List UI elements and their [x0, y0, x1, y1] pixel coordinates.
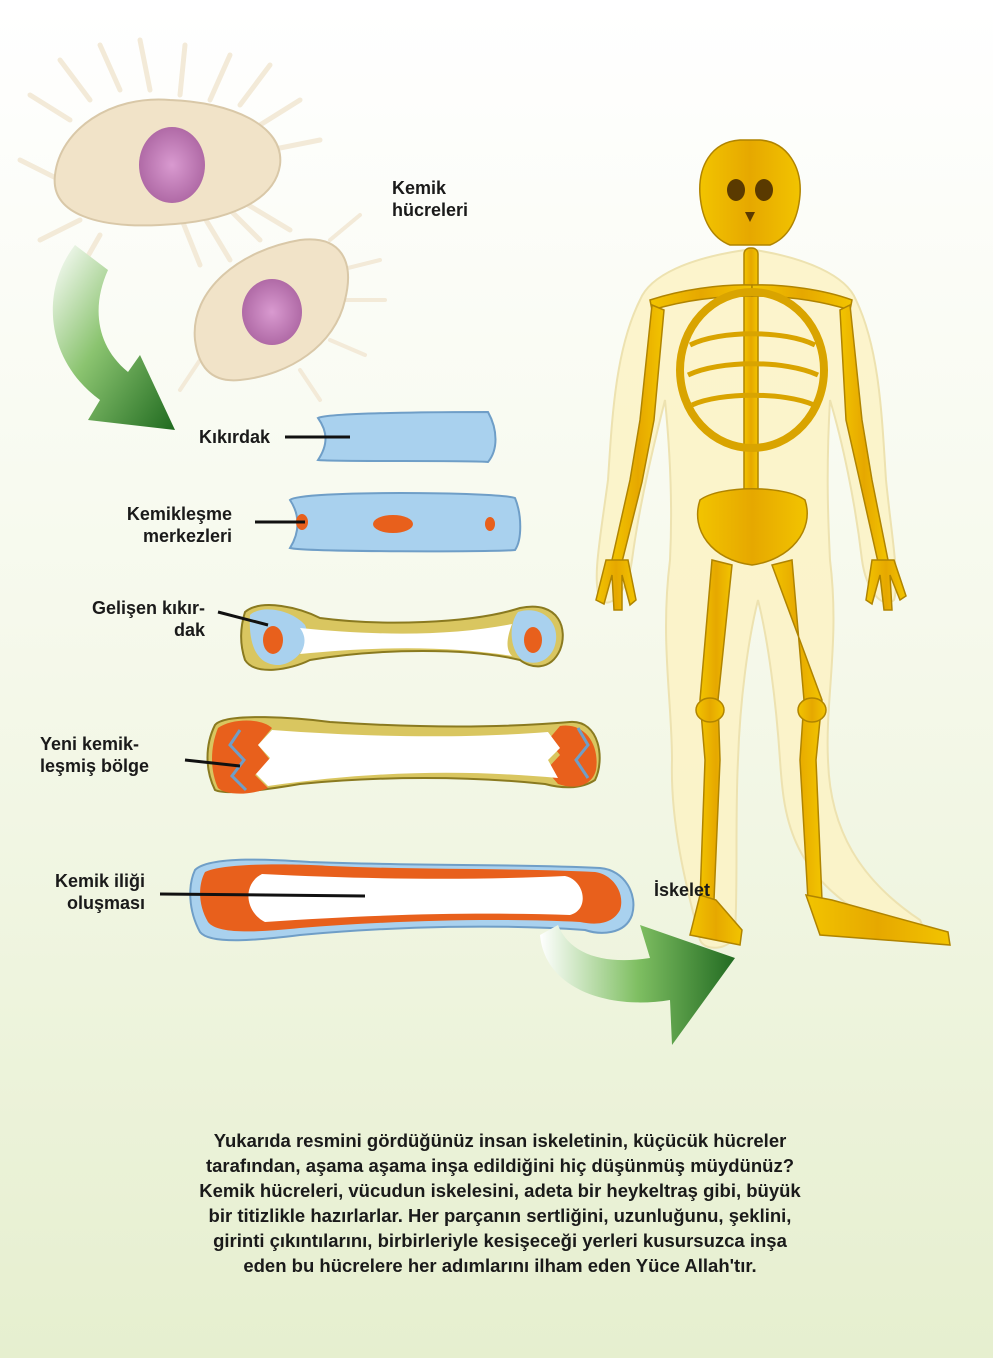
bone-stage-newly-ossified — [208, 717, 600, 794]
caption-line: Yukarıda resmini gördüğünüz insan iskele… — [120, 1128, 880, 1153]
label-ossification-line1: Kemikleşme — [80, 503, 232, 525]
caption-line: bir titizlikle hazırlarlar. Her parçanın… — [120, 1203, 880, 1228]
nucleus-2 — [242, 279, 302, 345]
label-developing-line2: dak — [50, 619, 205, 641]
bone-stage-bone-marrow — [190, 860, 633, 941]
caption-line: Kemik hücreleri, vücudun iskelesini, ade… — [120, 1178, 880, 1203]
nucleus-1 — [139, 127, 205, 203]
label-bone-cells: Kemik hücreleri — [392, 177, 468, 221]
label-newly-ossified-line2: leşmiş bölge — [40, 755, 149, 777]
label-bone-marrow-line1: Kemik iliği — [20, 870, 145, 892]
label-developing-cartilage: Gelişen kıkır- dak — [50, 597, 205, 641]
bone-stage-developing-cartilage — [241, 605, 563, 670]
caption-line: eden bu hücrelere her adımlarını ilham e… — [120, 1253, 880, 1278]
pointer-bone-marrow — [160, 894, 365, 896]
label-ossification-centers: Kemikleşme merkezleri — [80, 503, 232, 547]
label-ossification-line2: merkezleri — [80, 525, 232, 547]
label-bone-marrow: Kemik iliği oluşması — [20, 870, 145, 914]
label-newly-ossified-line1: Yeni kemik- — [40, 733, 149, 755]
upper-arrow — [53, 245, 175, 430]
label-newly-ossified: Yeni kemik- leşmiş bölge — [40, 733, 149, 777]
label-bone-cells-line2: hücreleri — [392, 199, 468, 221]
caption: Yukarıda resmini gördüğünüz insan iskele… — [120, 1128, 880, 1278]
skull — [700, 140, 800, 245]
label-developing-line1: Gelişen kıkır- — [50, 597, 205, 619]
label-cartilage: Kıkırdak — [150, 426, 270, 448]
label-bone-marrow-line2: oluşması — [20, 892, 145, 914]
label-skeleton: İskelet — [654, 879, 710, 901]
caption-line: girinti çıkıntılarını, birbirleriyle kes… — [120, 1228, 880, 1253]
bone-stage-ossification-centers — [290, 493, 520, 551]
label-bone-cells-line1: Kemik — [392, 177, 468, 199]
skeleton-illustration — [596, 140, 950, 948]
caption-line: tarafından, aşama aşama inşa edildiğini … — [120, 1153, 880, 1178]
